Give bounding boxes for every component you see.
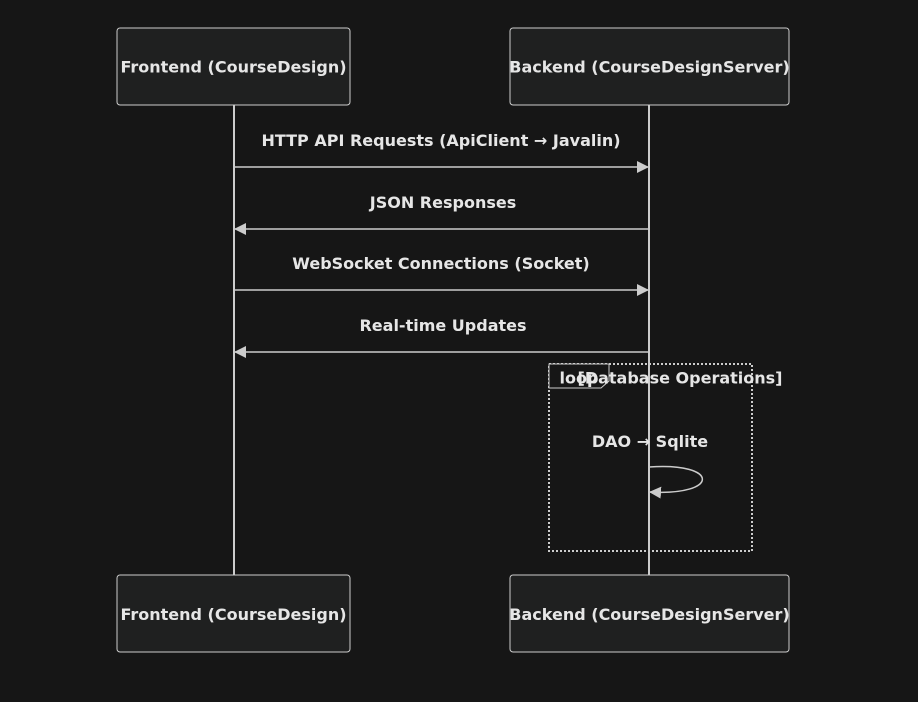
message-dao-sqlite-arrow: [648, 465, 704, 499]
message-realtime-updates-label: Real-time Updates: [359, 316, 526, 335]
backend-actor-bottom[interactable]: Backend (CourseDesignServer): [509, 574, 790, 653]
frontend-actor-bottom-label: Frontend (CourseDesign): [120, 605, 346, 624]
message-http-api-requests-label: HTTP API Requests (ApiClient → Javalin): [261, 131, 620, 150]
loop-tab: [548, 363, 610, 389]
frontend-actor-bottom[interactable]: Frontend (CourseDesign): [116, 574, 351, 653]
loop-block: loop [Database Operations]: [548, 363, 783, 552]
loop-condition: [Database Operations]: [578, 369, 783, 388]
message-json-responses-label: JSON Responses: [369, 193, 516, 212]
message-dao-sqlite-label: DAO → Sqlite: [592, 432, 708, 451]
frontend-actor-top[interactable]: Frontend (CourseDesign): [116, 27, 351, 106]
backend-actor-bottom-label: Backend (CourseDesignServer): [509, 605, 789, 624]
frontend-actor-top-label: Frontend (CourseDesign): [120, 58, 346, 77]
backend-actor-top[interactable]: Backend (CourseDesignServer): [509, 27, 790, 106]
loop-keyword: loop: [560, 369, 599, 388]
loop-frame: [548, 363, 753, 552]
message-websocket-connections-label: WebSocket Connections (Socket): [292, 254, 589, 273]
backend-actor-top-label: Backend (CourseDesignServer): [509, 58, 789, 77]
